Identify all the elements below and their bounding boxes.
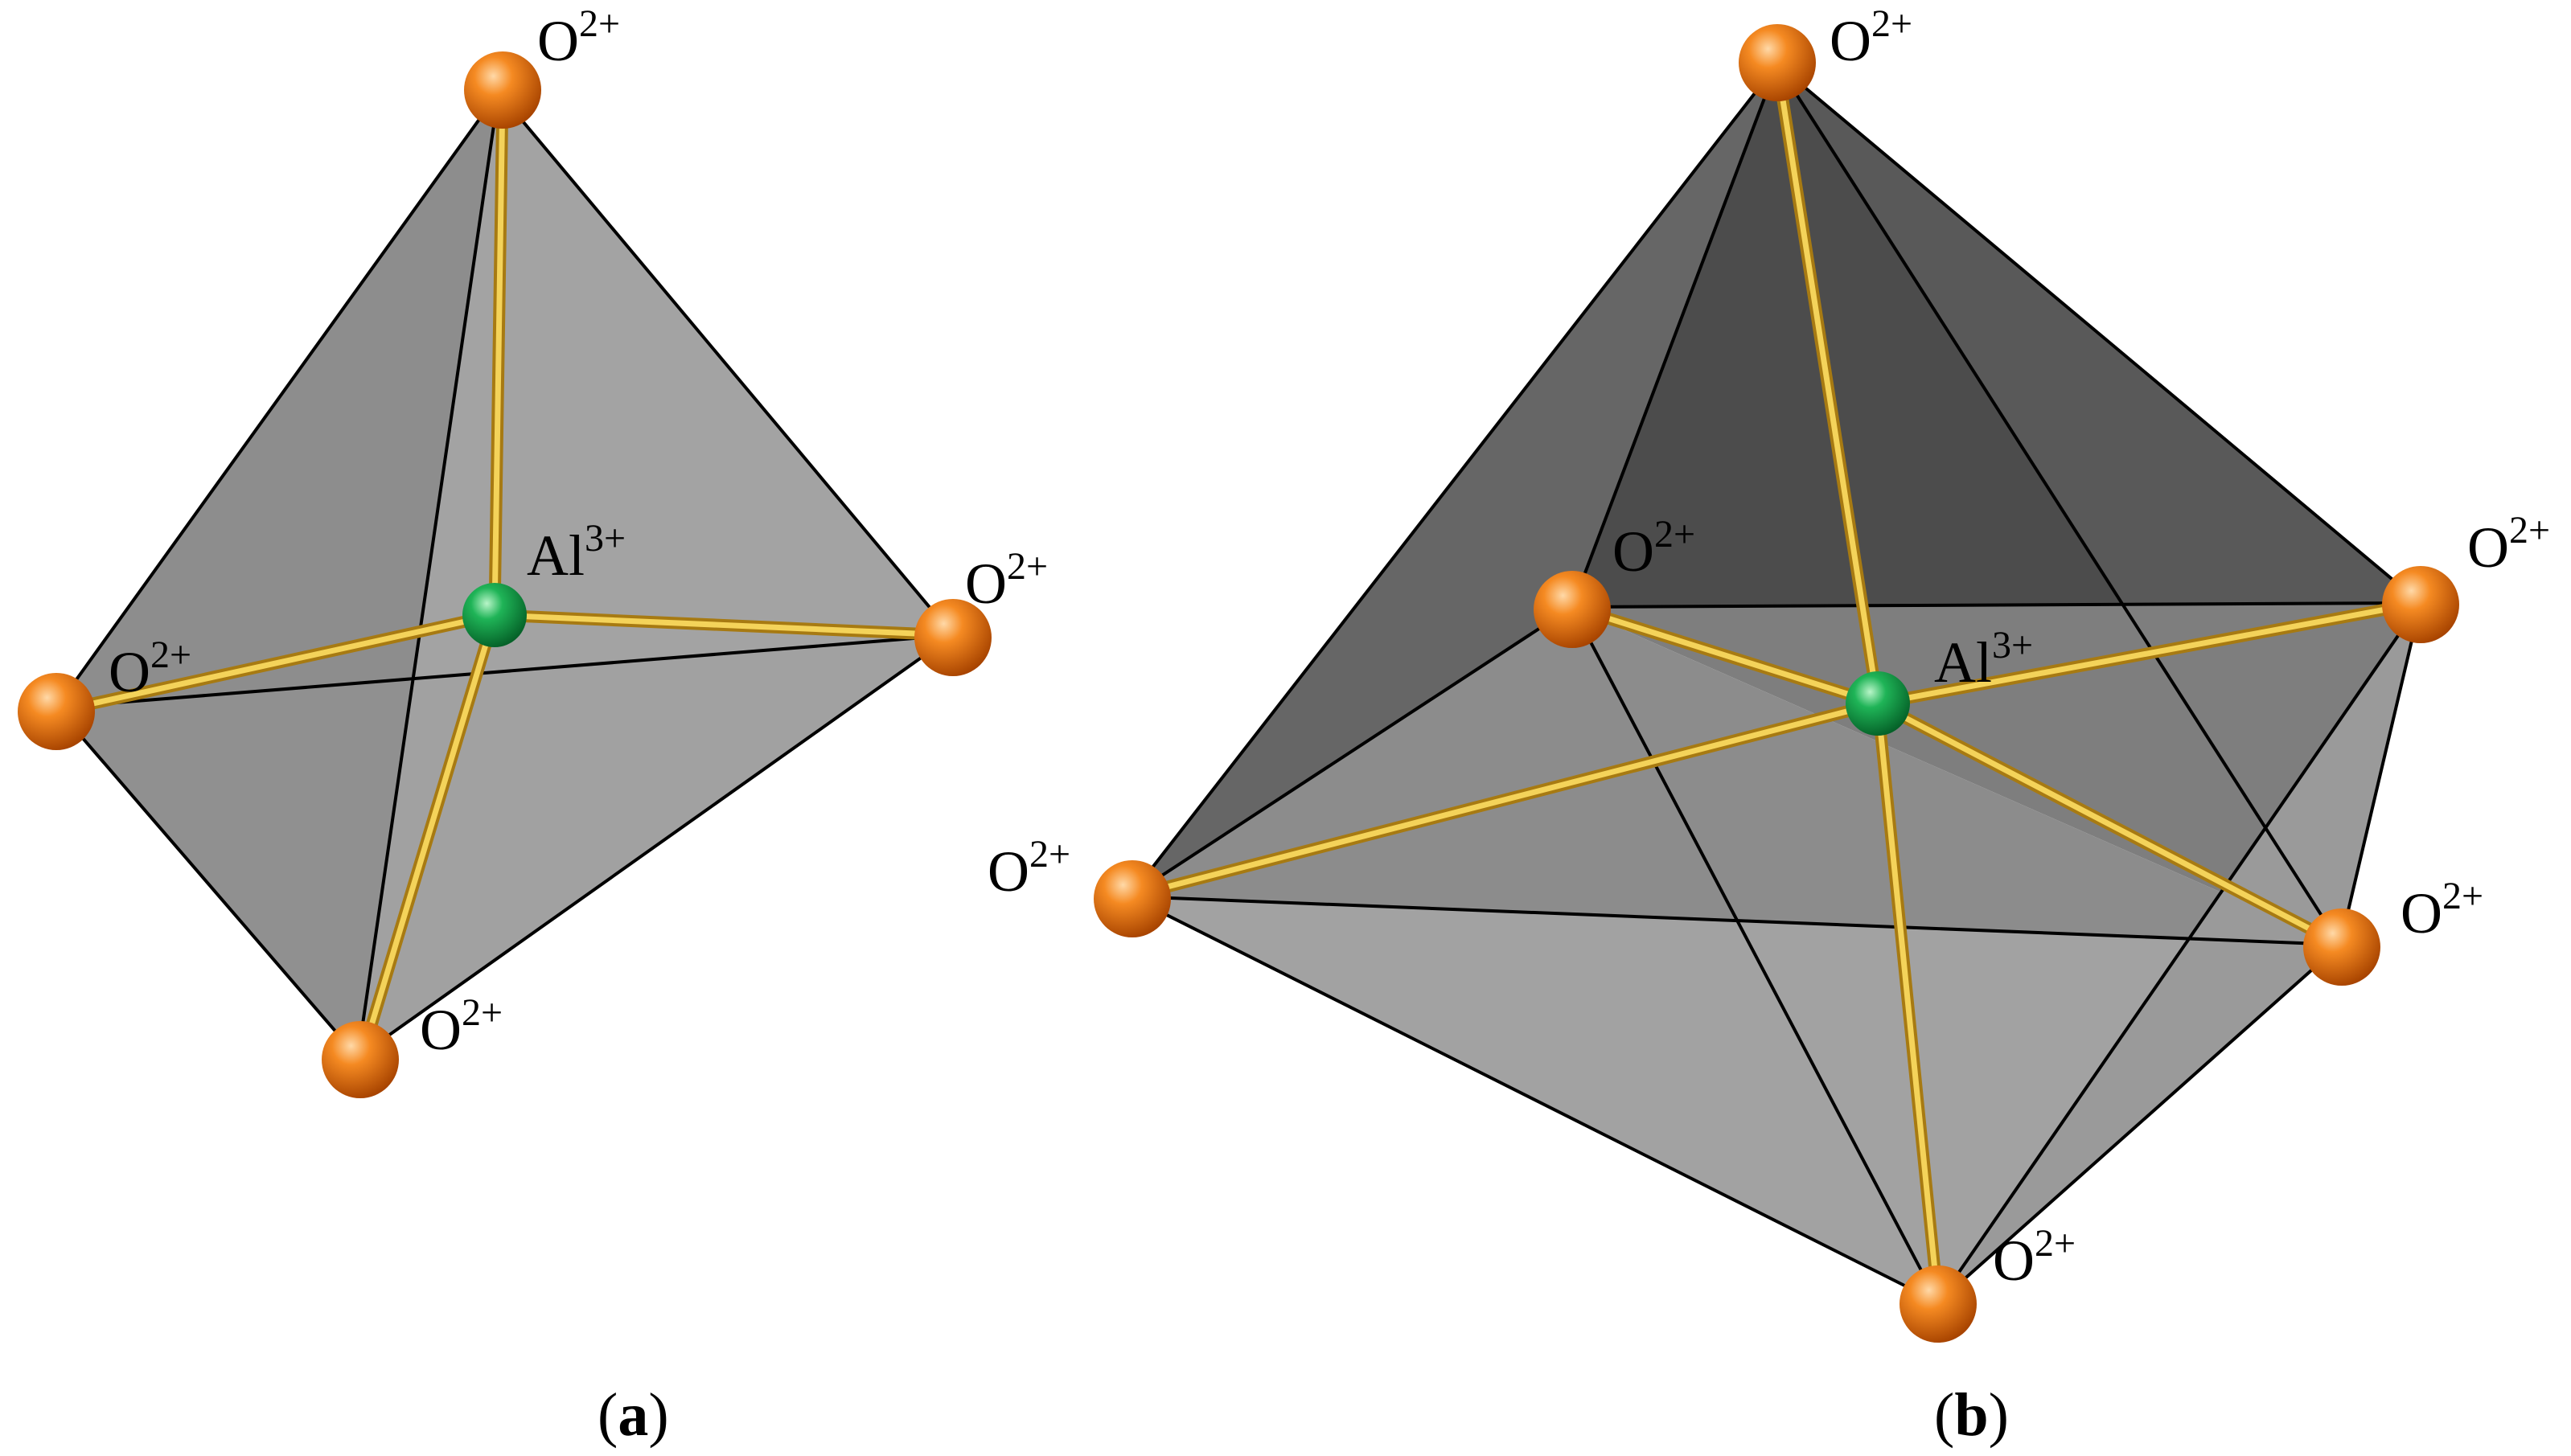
tetrahedron-labels: Al3+ O2+ O2+ O2+ O2+	[109, 2, 1048, 1062]
vertex-label-b-bottom: O2+	[1993, 1222, 2076, 1293]
vertex-label-a-right: O2+	[965, 545, 1048, 616]
octahedron-atoms	[1094, 24, 2459, 1343]
oxygen-atom-top	[1739, 24, 1816, 101]
panel-b-octahedron: Al3+ O2+ O2+ O2+ O2+ O2+ O2+ (b)	[988, 2, 2550, 1449]
caption-a: (a)	[598, 1381, 669, 1449]
face-left	[56, 92, 499, 1057]
center-label-b: Al3+	[1934, 624, 2033, 695]
face-bottom-back	[56, 635, 953, 1057]
vertex-label-b-left: O2+	[988, 833, 1070, 904]
vertex-label-a-top: O2+	[537, 2, 620, 73]
tetrahedron-edges	[55, 91, 955, 1059]
vertex-label-b-back-right: O2+	[2467, 509, 2550, 580]
oxygen-atom-right	[914, 599, 992, 676]
oxygen-atom-back-left	[1534, 571, 1611, 648]
octahedron-edges	[1128, 63, 2422, 1304]
face-front-left-mid	[1130, 607, 2340, 945]
oxygen-atom-top	[464, 51, 541, 129]
oxygen-atom-right	[2303, 908, 2380, 986]
tetrahedron-atoms	[18, 51, 992, 1098]
center-label-a: Al3+	[527, 517, 626, 588]
vertex-label-b-back-left: O2+	[1612, 513, 1695, 584]
oxygen-atom-bottom	[322, 1021, 399, 1098]
aluminum-atom	[1846, 671, 1910, 736]
caption-b: (b)	[1934, 1381, 2009, 1449]
face-back-inner	[1572, 603, 2421, 945]
oxygen-atom-bottom	[1900, 1265, 1977, 1343]
vertex-label-b-top: O2+	[1830, 2, 1912, 73]
vertex-label-a-left: O2+	[109, 634, 191, 704]
tetrahedron-faces	[56, 92, 953, 1057]
oxygen-atom-back-right	[2382, 566, 2459, 643]
aluminum-atom	[462, 583, 527, 647]
vertex-label-b-right: O2+	[2401, 875, 2483, 945]
octahedron-labels: Al3+ O2+ O2+ O2+ O2+ O2+ O2+	[988, 2, 2550, 1293]
octahedron-faces	[1130, 64, 2421, 1302]
oxygen-atom-left	[18, 673, 95, 750]
vertex-label-a-bottom: O2+	[420, 991, 503, 1062]
panel-a-tetrahedron: Al3+ O2+ O2+ O2+ O2+ (a)	[18, 2, 1048, 1449]
face-right	[358, 92, 953, 1057]
tetrahedron-bonds	[50, 86, 959, 1064]
octahedron-bonds	[1123, 58, 2427, 1309]
oxygen-atom-left	[1094, 860, 1171, 937]
